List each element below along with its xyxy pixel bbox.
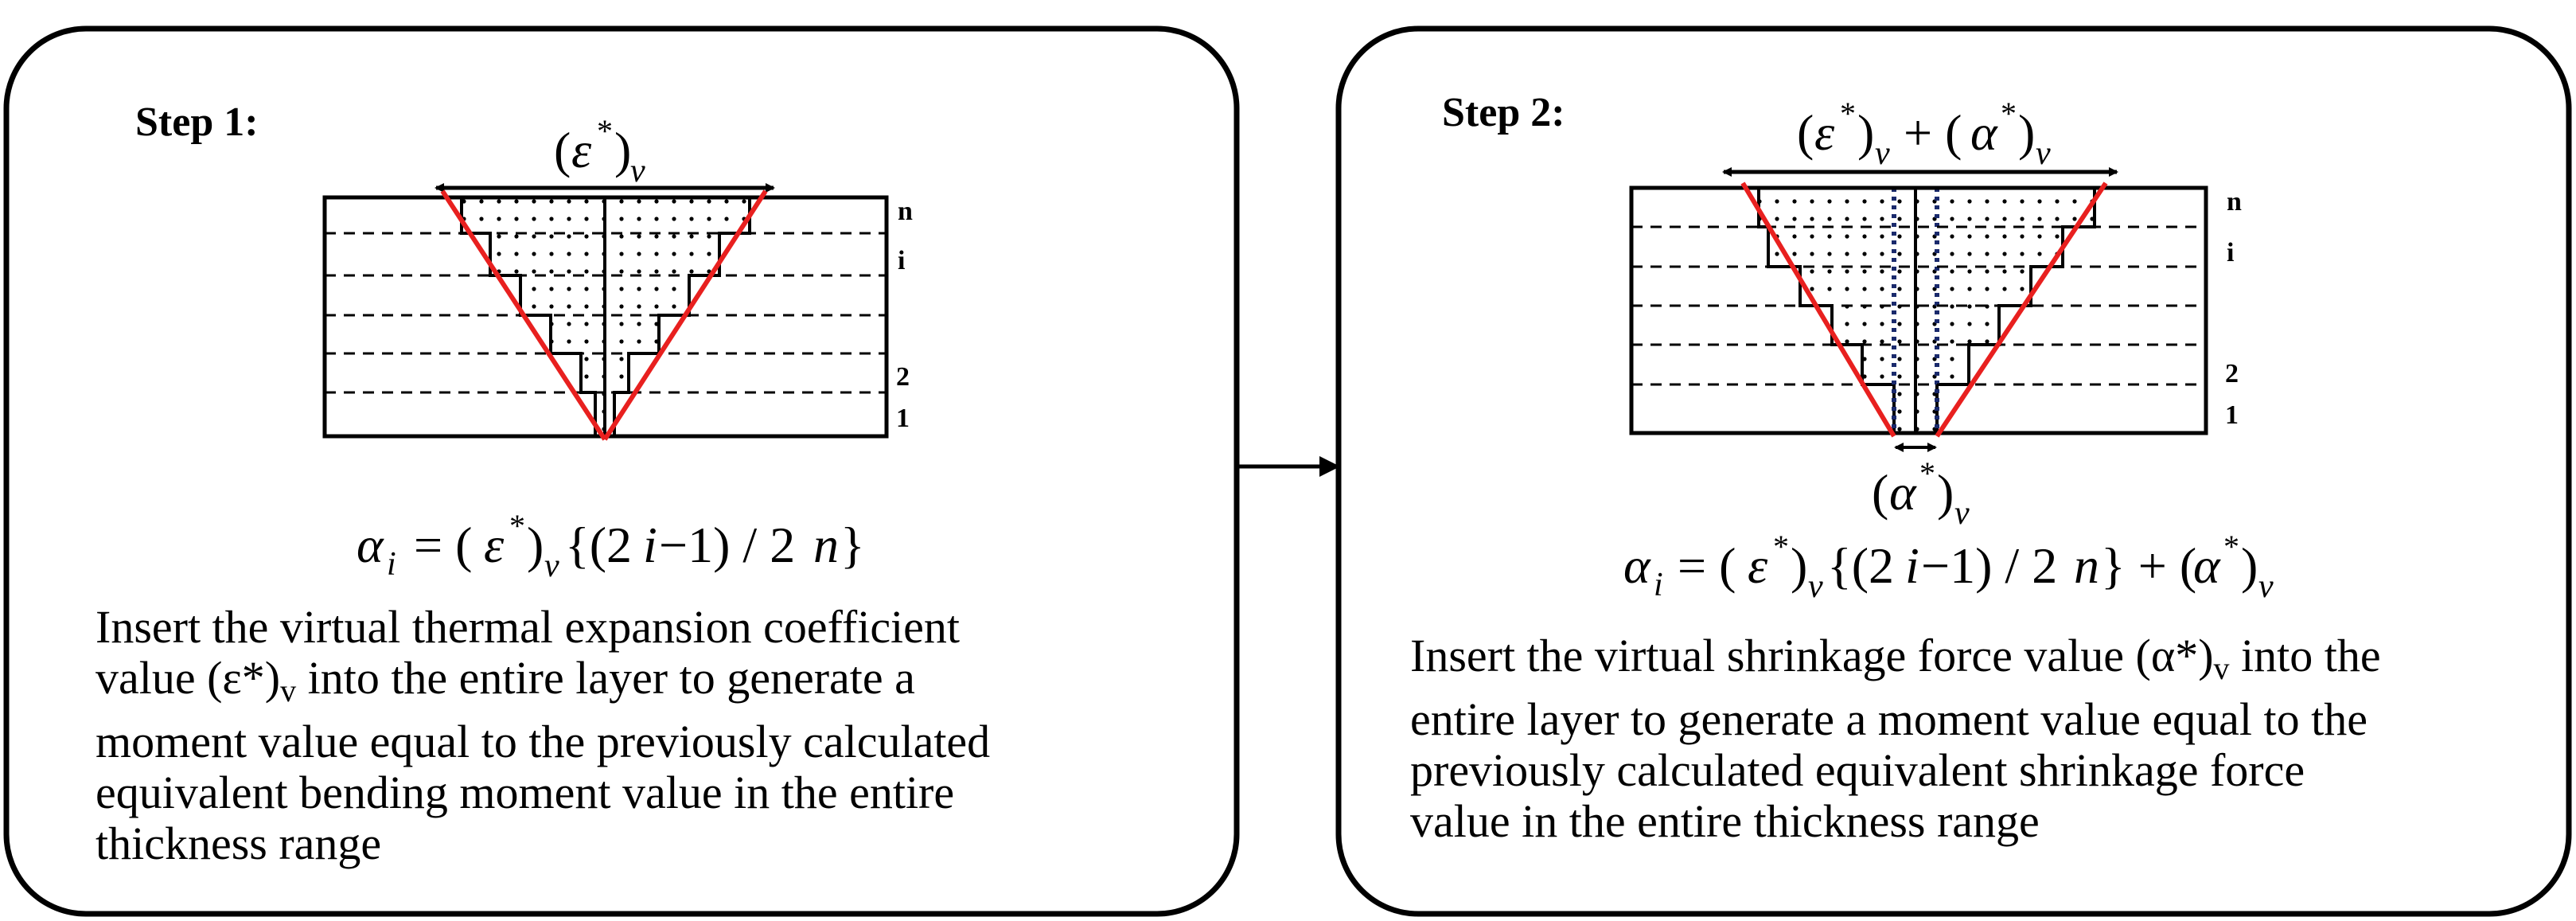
step2-label: Step 2:	[1442, 90, 1565, 135]
svg-text:v: v	[630, 153, 645, 189]
step2-v-line-left	[1740, 181, 1896, 438]
svg-text:): )	[2018, 104, 2035, 161]
svg-text:α: α	[357, 517, 384, 573]
svg-text:): )	[614, 122, 631, 178]
step1-layer-1: 1	[896, 404, 910, 433]
svg-text:*: *	[1773, 529, 1789, 564]
svg-text:i: i	[643, 517, 657, 573]
step1-cross-section	[322, 189, 889, 441]
svg-text:= (: = (	[1678, 537, 1736, 594]
step2-cross-section	[1629, 181, 2208, 438]
svg-text:} + (: } + (	[2101, 537, 2196, 594]
svg-text:): )	[2241, 537, 2258, 594]
svg-text:): )	[1857, 104, 1874, 161]
svg-text:α: α	[1623, 537, 1651, 594]
step2-bottom-formula: ( α * ) v	[1872, 455, 1970, 532]
step1-description: Insert the virtual thermal expansion coe…	[95, 601, 991, 869]
svg-text:v: v	[1875, 135, 1890, 172]
step2-layer-1: 1	[2225, 400, 2239, 430]
svg-text:*: *	[2223, 529, 2239, 564]
svg-text:i: i	[387, 546, 396, 583]
svg-text:i: i	[1905, 537, 1919, 594]
step1-v-line-right	[602, 189, 768, 441]
svg-text:α: α	[2193, 537, 2221, 594]
svg-text:n: n	[2074, 537, 2099, 594]
svg-text:+ (: + (	[1904, 104, 1962, 161]
step2-layer-2: 2	[2225, 359, 2239, 388]
svg-text:α: α	[1970, 104, 1998, 161]
step1-top-formula: ( ε * ) v	[554, 113, 645, 189]
step2-v-line-right	[1935, 181, 2108, 438]
svg-text:v: v	[1954, 495, 1970, 532]
step2-layer-n: n	[2227, 187, 2242, 217]
svg-text:i: i	[1654, 567, 1663, 603]
svg-text:v: v	[544, 548, 559, 584]
svg-text:v: v	[2258, 568, 2274, 605]
svg-text:(: (	[1872, 464, 1888, 521]
step1-layer-n: n	[898, 197, 913, 226]
svg-text:v: v	[2036, 135, 2051, 172]
step1-v-line-left	[440, 189, 607, 441]
svg-text:*: *	[1919, 455, 1935, 491]
svg-text:ε: ε	[1814, 104, 1835, 161]
step2-description: Insert the virtual shrinkage force value…	[1410, 630, 2381, 847]
step1-label: Step 1:	[135, 100, 259, 145]
svg-text:): )	[1791, 537, 1807, 594]
svg-text:*: *	[509, 508, 525, 544]
svg-text:): )	[1937, 464, 1954, 521]
step2-formula: α i = ( ε * ) v {(2 i −1) / 2 n } + ( α …	[1623, 529, 2274, 605]
step2-layer-i: i	[2227, 238, 2234, 267]
svg-text:= (: = (	[414, 517, 472, 573]
svg-text:−1) / 2: −1) / 2	[659, 517, 795, 573]
svg-text:α: α	[1889, 464, 1917, 521]
step1-panel	[3, 25, 1240, 917]
svg-text:−1) / 2: −1) / 2	[1921, 537, 2057, 594]
step1-layer-i: i	[898, 246, 905, 275]
step1-formula: α i = ( ε * ) v {(2 i −1) / 2 n }	[357, 508, 865, 584]
svg-text:}: }	[840, 517, 865, 573]
step2-top-formula: ( ε * ) v + ( α * ) v	[1797, 96, 2051, 172]
svg-text:*: *	[2001, 96, 2017, 131]
svg-text:): )	[527, 517, 544, 573]
svg-text:ε: ε	[484, 517, 505, 573]
step1-layer-2: 2	[896, 362, 910, 392]
svg-text:ε: ε	[1748, 537, 1768, 594]
svg-text:(: (	[554, 122, 571, 178]
svg-text:{(2: {(2	[1827, 537, 1894, 594]
svg-text:(: (	[1797, 104, 1814, 161]
svg-text:ε: ε	[571, 122, 592, 178]
svg-text:*: *	[1840, 96, 1856, 131]
svg-text:v: v	[1808, 568, 1823, 605]
svg-text:n: n	[813, 517, 839, 573]
svg-text:{(2: {(2	[565, 517, 632, 573]
svg-text:*: *	[597, 113, 613, 149]
